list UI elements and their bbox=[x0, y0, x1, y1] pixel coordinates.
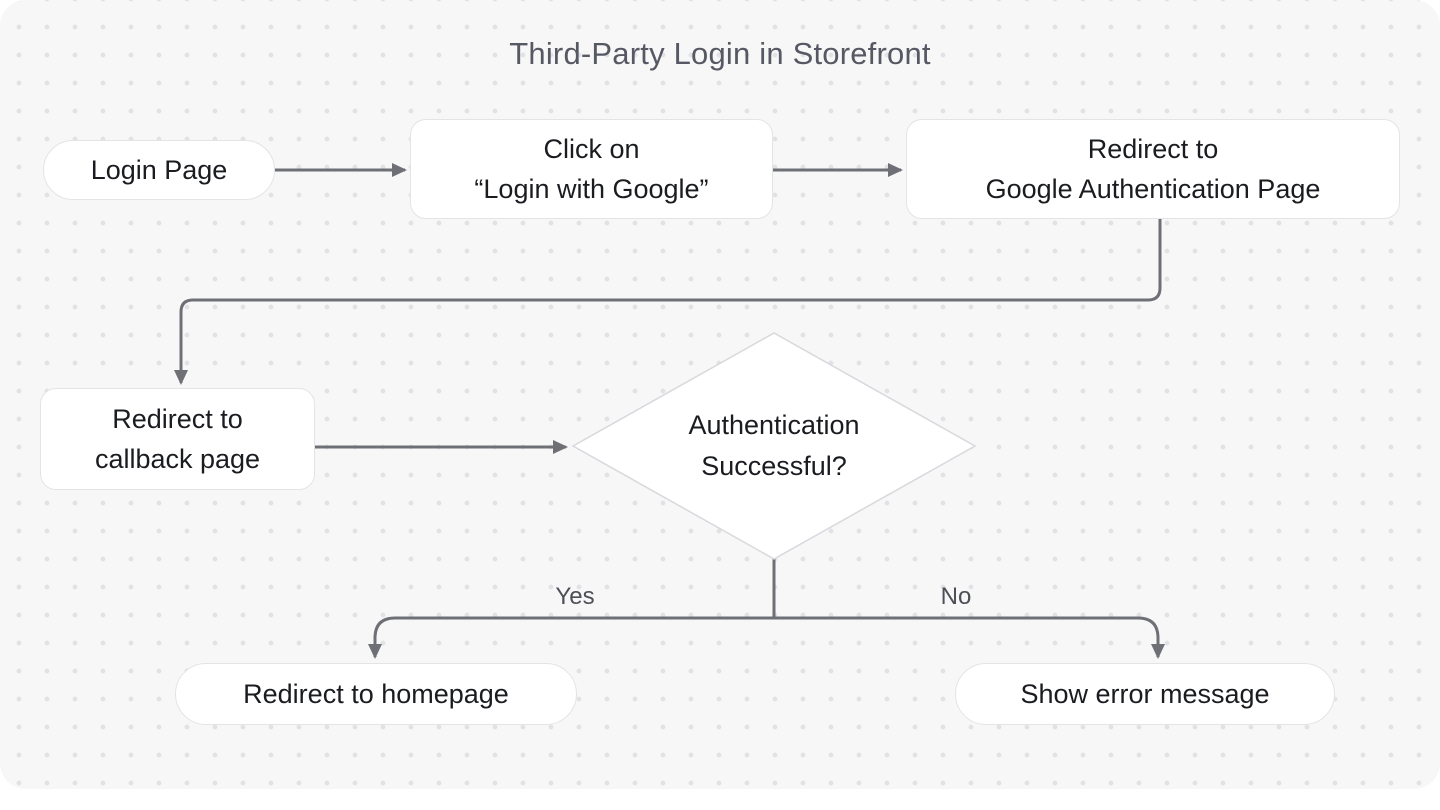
edge-label-no: No bbox=[940, 583, 972, 610]
node-redirect-homepage[interactable]: Redirect to homepage bbox=[175, 663, 577, 725]
node-click-login-with-google[interactable]: Click on “Login with Google” bbox=[410, 119, 773, 219]
edge-label-yes: Yes bbox=[555, 583, 595, 610]
diagram-title: Third-Party Login in Storefront bbox=[509, 36, 931, 71]
edge-decision-no-to-error bbox=[774, 616, 1165, 659]
node-login-page[interactable]: Login Page bbox=[43, 140, 275, 200]
flowchart-canvas: Third-Party Login in Storefront Login Pa… bbox=[0, 0, 1440, 789]
node-show-error-message[interactable]: Show error message bbox=[955, 663, 1335, 725]
node-redirect-google-auth-page[interactable]: Redirect to Google Authentication Page bbox=[906, 119, 1400, 219]
edge-googleauth-to-callback bbox=[174, 219, 1162, 385]
node-auth-successful-diamond[interactable] bbox=[571, 332, 977, 560]
node-auth-successful-label: Authentication Successful? bbox=[688, 410, 860, 481]
edge-decision-yes-to-homepage bbox=[368, 616, 774, 659]
node-redirect-callback-page[interactable]: Redirect to callback page bbox=[40, 388, 315, 490]
